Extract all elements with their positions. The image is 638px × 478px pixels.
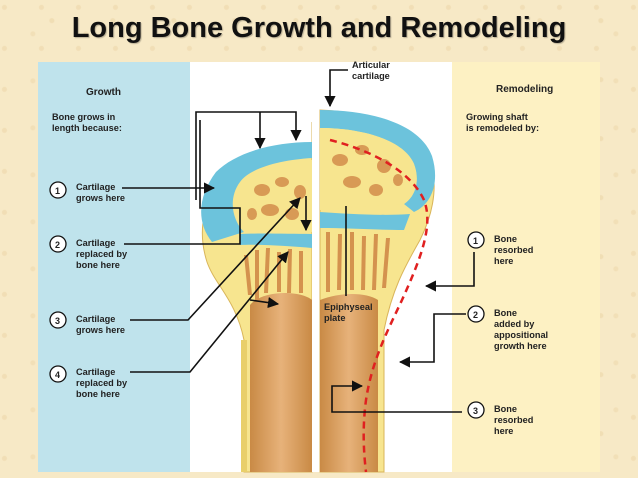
growth-bone-half: [201, 122, 313, 473]
neck-arrow: [249, 297, 280, 309]
step-line: here: [494, 426, 513, 436]
step-line: bone here: [76, 389, 120, 399]
step-line: Cartilage: [76, 238, 115, 248]
step-line: appositional: [494, 330, 548, 340]
center-leaders: [324, 69, 348, 296]
step-line: Bone: [494, 234, 517, 244]
step-number: 3: [55, 316, 60, 326]
step-number: 1: [473, 236, 478, 246]
step-number: 2: [55, 240, 60, 250]
remodeling-intro-line1: Growing shaft: [466, 112, 528, 122]
remodel2-arrow: [398, 313, 466, 368]
step-number-badge: [467, 305, 485, 323]
step2-arrow: [124, 120, 241, 245]
step-line: here: [494, 256, 513, 266]
top-bracket-arrow-a: [195, 111, 302, 200]
remodeling-bone-half: [319, 109, 436, 473]
step-number-badge: [467, 231, 485, 249]
growth-intro-line2: length because:: [52, 123, 122, 133]
growth-step-2: 2 Cartilage replaced by bone here: [49, 235, 128, 270]
growth-step-1: 1 Cartilage grows here: [49, 181, 125, 203]
step-number: 1: [55, 186, 60, 196]
remodeling-heading: Remodeling: [496, 84, 553, 95]
remodeling-arrows: [331, 252, 475, 413]
remodeling-step-3: 3 Bone resorbed here: [467, 401, 533, 436]
epiphyseal-label-line1: Epiphyseal: [324, 302, 373, 312]
step-line: grows here: [76, 193, 125, 203]
right-articular-cartilage: [320, 110, 436, 212]
articular-label-line1: Articular: [352, 60, 390, 70]
step-number-badge: [49, 235, 67, 253]
step-line: added by: [494, 319, 535, 329]
growth-panel: [38, 62, 190, 472]
step-line: growth here: [494, 341, 547, 351]
step-line: replaced by: [76, 378, 128, 388]
step-line: replaced by: [76, 249, 128, 259]
remodeling-step-1: 1 Bone resorbed here: [467, 231, 533, 266]
remodeling-step-2: 2 Bone added by appositional growth here: [467, 305, 548, 351]
left-marrow-shaft: [250, 293, 312, 472]
step-number: 2: [473, 310, 478, 320]
growth-step-4: 4 Cartilage replaced by bone here: [49, 365, 128, 399]
right-epiphyseal-plate: [320, 212, 410, 230]
step-number-badge: [49, 181, 67, 199]
step-number-badge: [49, 365, 67, 383]
articular-label-line2: cartilage: [352, 71, 390, 81]
growth-step-3: 3 Cartilage grows here: [49, 311, 125, 335]
right-trabeculae: [326, 232, 390, 292]
step-line: bone here: [76, 260, 120, 270]
center-divider: [312, 62, 320, 472]
step-number: 3: [473, 406, 478, 416]
right-epiphysis: [320, 128, 417, 210]
step-number: 4: [55, 370, 60, 380]
step3-arrow: [130, 197, 301, 321]
step-line: Bone: [494, 308, 517, 318]
remodel1-arrow: [424, 252, 475, 292]
step-number-badge: [467, 401, 485, 419]
resorption-dashed-line: [329, 138, 429, 473]
slide-title: Long Bone Growth and Remodeling: [71, 12, 567, 44]
step-line: Cartilage: [76, 182, 115, 192]
epiphyseal-label-line2: plate: [324, 313, 345, 323]
step-line: resorbed: [494, 245, 533, 255]
growth-intro-line1: Bone grows in: [52, 112, 116, 122]
step-line: Cartilage: [76, 367, 115, 377]
remodeling-intro-line2: is remodeled by:: [466, 123, 539, 133]
left-articular-cartilage: [201, 142, 312, 242]
remodel3-arrow: [331, 380, 462, 413]
articular-leader: [324, 69, 348, 108]
step-line: resorbed: [494, 415, 533, 425]
step-line: Cartilage: [76, 314, 115, 324]
step-line: Bone: [494, 404, 517, 414]
growth-heading: Growth: [86, 87, 121, 98]
growth-arrows: [122, 111, 312, 373]
step-line: grows here: [76, 325, 125, 335]
step4-arrow: [130, 251, 289, 373]
step-number-badge: [49, 311, 67, 329]
